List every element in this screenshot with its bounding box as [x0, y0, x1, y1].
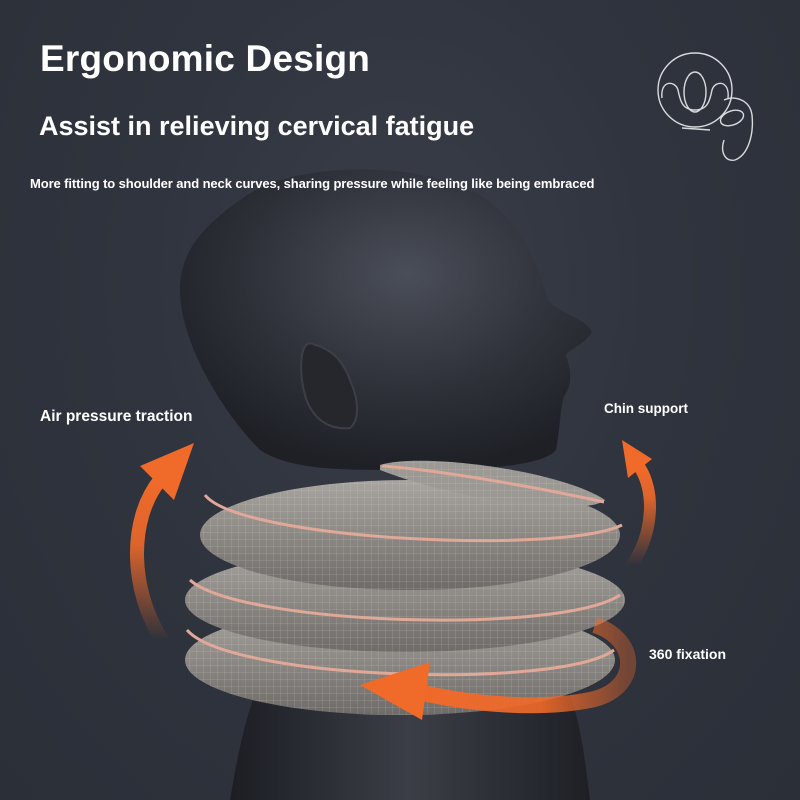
chin-arrow-icon	[622, 440, 656, 571]
callout-air-pressure-traction: Air pressure traction	[40, 408, 193, 425]
neck-brace	[185, 460, 625, 715]
callout-360-fixation: 360 fixation	[649, 646, 727, 662]
fixation-arrow-icon	[360, 617, 637, 720]
page-title: Ergonomic Design	[40, 38, 371, 79]
mannequin-ear	[300, 342, 358, 430]
mannequin-head	[180, 169, 592, 470]
callout-chin-support: Chin support	[604, 401, 688, 416]
tagline: More fitting to shoulder and neck curves…	[30, 176, 595, 191]
page-subtitle: Assist in relieving cervical fatigue	[39, 111, 475, 141]
traction-arrow-icon	[130, 443, 194, 647]
neck-brace-outline-icon	[657, 52, 754, 161]
